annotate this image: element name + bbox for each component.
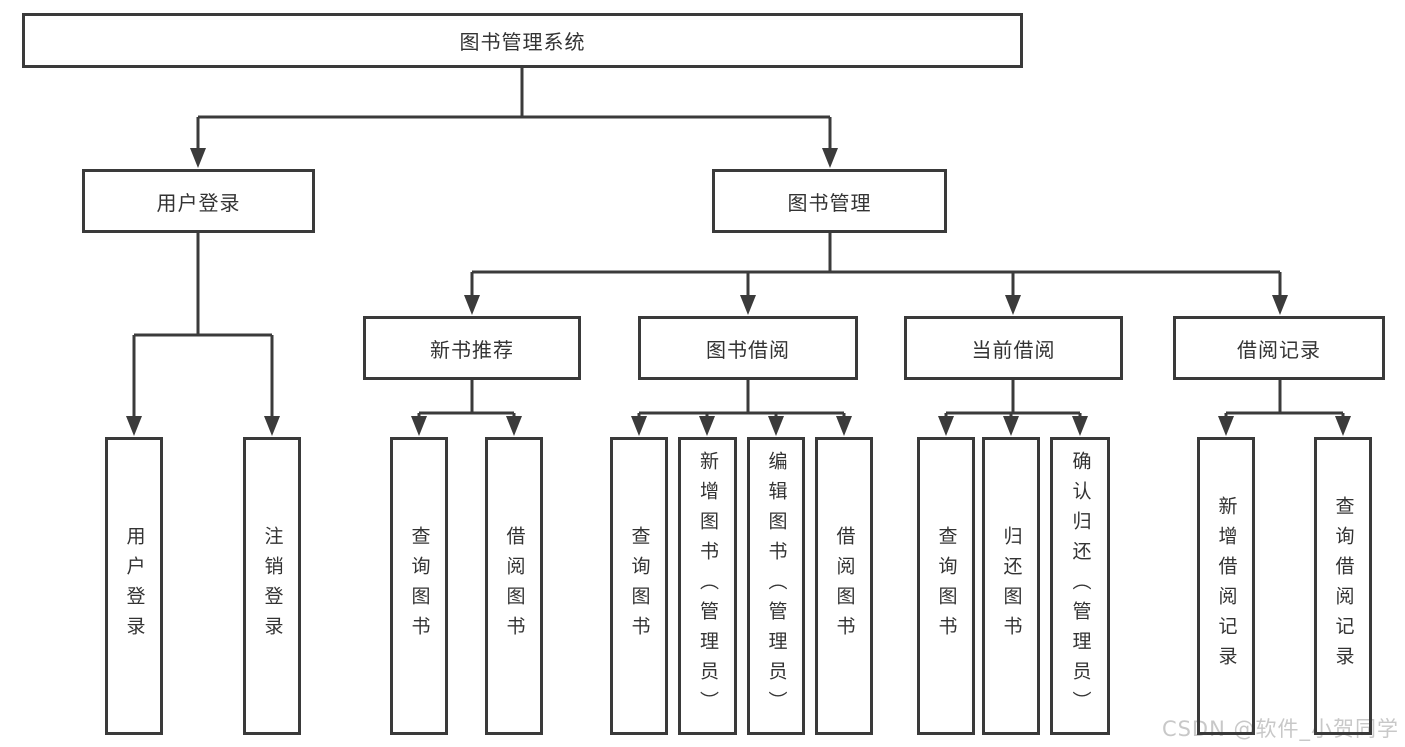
arrowheads xyxy=(126,148,1351,436)
leaf-user-login: 用户登录 xyxy=(105,437,163,735)
node-new-book-recommendation: 新书推荐 xyxy=(363,316,581,380)
leaf-label: 查询图书 xyxy=(935,526,958,646)
node-user-login-branch: 用户登录 xyxy=(82,169,315,233)
node-current-borrowing: 当前借阅 xyxy=(904,316,1123,380)
leaf-add-book-admin: 新增图书（管理员） xyxy=(678,437,737,735)
leaf-query-books-recommend: 查询图书 xyxy=(390,437,448,735)
leaf-query-books-current: 查询图书 xyxy=(917,437,975,735)
leaf-label: 注销登录 xyxy=(261,526,284,646)
leaf-borrow-books-recommend: 借阅图书 xyxy=(485,437,543,735)
leaf-label: 查询图书 xyxy=(408,526,431,646)
leaf-label: 查询图书 xyxy=(628,526,651,646)
leaf-confirm-return-admin: 确认归还（管理员） xyxy=(1050,437,1110,735)
leaf-label: 归还图书 xyxy=(1000,526,1023,646)
leaf-label: 用户登录 xyxy=(123,526,146,646)
leaf-label: 新增图书（管理员） xyxy=(697,451,719,721)
leaf-logout: 注销登录 xyxy=(243,437,301,735)
leaf-label: 新增借阅记录 xyxy=(1215,496,1238,676)
node-book-borrowing: 图书借阅 xyxy=(638,316,858,380)
leaf-label: 编辑图书（管理员） xyxy=(765,451,788,721)
leaf-label: 确认归还（管理员） xyxy=(1069,451,1092,721)
leaf-edit-book-admin: 编辑图书（管理员） xyxy=(747,437,805,735)
leaf-add-borrow-record: 新增借阅记录 xyxy=(1197,437,1255,735)
leaf-label: 查询借阅记录 xyxy=(1332,496,1355,676)
node-borrowing-records: 借阅记录 xyxy=(1173,316,1385,380)
leaf-label: 借阅图书 xyxy=(833,526,856,646)
leaf-query-books-borrowing: 查询图书 xyxy=(610,437,668,735)
leaf-label: 借阅图书 xyxy=(503,526,526,646)
leaf-borrow-books: 借阅图书 xyxy=(815,437,873,735)
node-root-system: 图书管理系统 xyxy=(22,13,1023,68)
leaf-query-borrow-record: 查询借阅记录 xyxy=(1314,437,1372,735)
leaf-return-book: 归还图书 xyxy=(982,437,1040,735)
node-book-management-branch: 图书管理 xyxy=(712,169,947,233)
csdn-watermark: CSDN @软件_小贺同学 xyxy=(1161,717,1399,741)
